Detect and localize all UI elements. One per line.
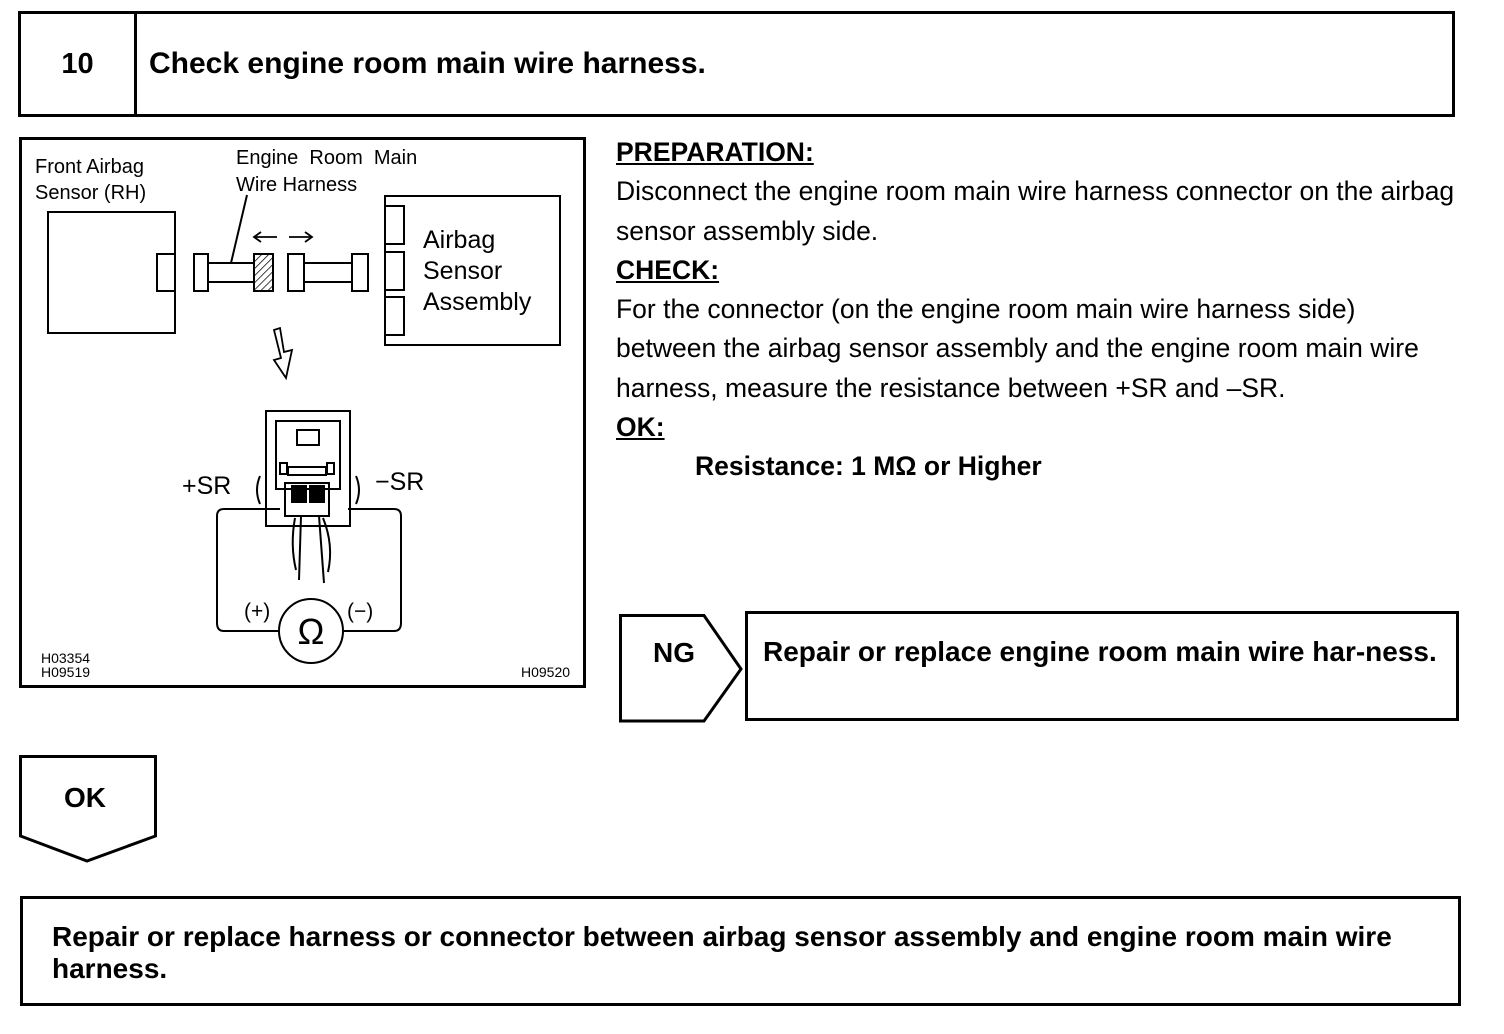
front-sensor-box — [47, 211, 176, 334]
ok-branch-tag: OK — [19, 755, 157, 863]
figure-code: H03354 — [41, 650, 90, 666]
plus-sr-label: +SR — [182, 472, 231, 500]
airbag-assembly-tab-3 — [384, 296, 405, 336]
airbag-assembly-tab-2 — [384, 251, 405, 291]
airbag-assembly-label-3: Assembly — [423, 288, 532, 316]
view-arrow-icon — [272, 326, 294, 381]
ohmmeter-lead — [216, 508, 280, 632]
ng-result-box: Repair or replace engine room main wire … — [745, 611, 1459, 721]
preparation-text: Disconnect the engine room main wire har… — [616, 176, 1455, 246]
ohmmeter-lead — [344, 508, 402, 632]
check-heading: CHECK: — [616, 254, 720, 285]
figure-code: H09519 — [41, 664, 90, 680]
ok-label: OK — [64, 782, 106, 813]
ng-branch-tag: NG — [619, 614, 743, 723]
airbag-assembly-tab-1 — [384, 205, 405, 245]
ohm-symbol: Ω — [298, 611, 325, 652]
separation-arrows — [252, 231, 314, 243]
procedure-text: PREPARATION: Disconnect the engine room … — [616, 133, 1458, 487]
resistance-spec: Resistance: 1 MΩ or Higher — [695, 451, 1042, 482]
preparation-heading: PREPARATION: — [616, 137, 814, 167]
minus-sr-label: −SR — [375, 468, 424, 496]
harness-plug-b-end-left — [287, 253, 305, 292]
step-number: 10 — [21, 14, 137, 114]
ok-heading: OK: — [616, 412, 665, 443]
harness-leader-line — [230, 194, 248, 264]
front-sensor-label-1: Front Airbag — [35, 156, 144, 178]
step-header: 10 Check engine room main wire harness. — [18, 11, 1455, 117]
front-sensor-connector — [156, 253, 176, 292]
check-text: For the connector (on the engine room ma… — [616, 294, 1419, 403]
final-action-box: Repair or replace harness or connector b… — [20, 896, 1461, 1006]
harness-plug-a-end — [193, 253, 209, 292]
harness-label-2: Wire Harness — [236, 174, 357, 196]
harness-plug-a-body — [207, 262, 255, 283]
meter-minus-label: (−) — [347, 600, 373, 623]
ohmmeter-icon — [278, 598, 344, 664]
harness-label-1: Engine Room Main — [236, 147, 417, 169]
airbag-assembly-label-1: Airbag — [423, 226, 495, 254]
step-title: Check engine room main wire harness. — [149, 47, 706, 80]
figure-code: H09520 — [521, 664, 570, 680]
airbag-assembly-label-2: Sensor — [423, 257, 502, 285]
harness-plug-a-hatch — [253, 253, 274, 292]
harness-plug-b-end-right — [351, 253, 369, 292]
harness-plug-b-body — [303, 262, 353, 283]
ng-label: NG — [653, 637, 695, 668]
meter-plus-label: (+) — [244, 600, 270, 623]
connector-diagram: Front Airbag Sensor (RH) Engine Room Mai… — [19, 137, 586, 688]
connector-front-view — [256, 410, 360, 584]
front-sensor-label-2: Sensor (RH) — [35, 182, 146, 204]
